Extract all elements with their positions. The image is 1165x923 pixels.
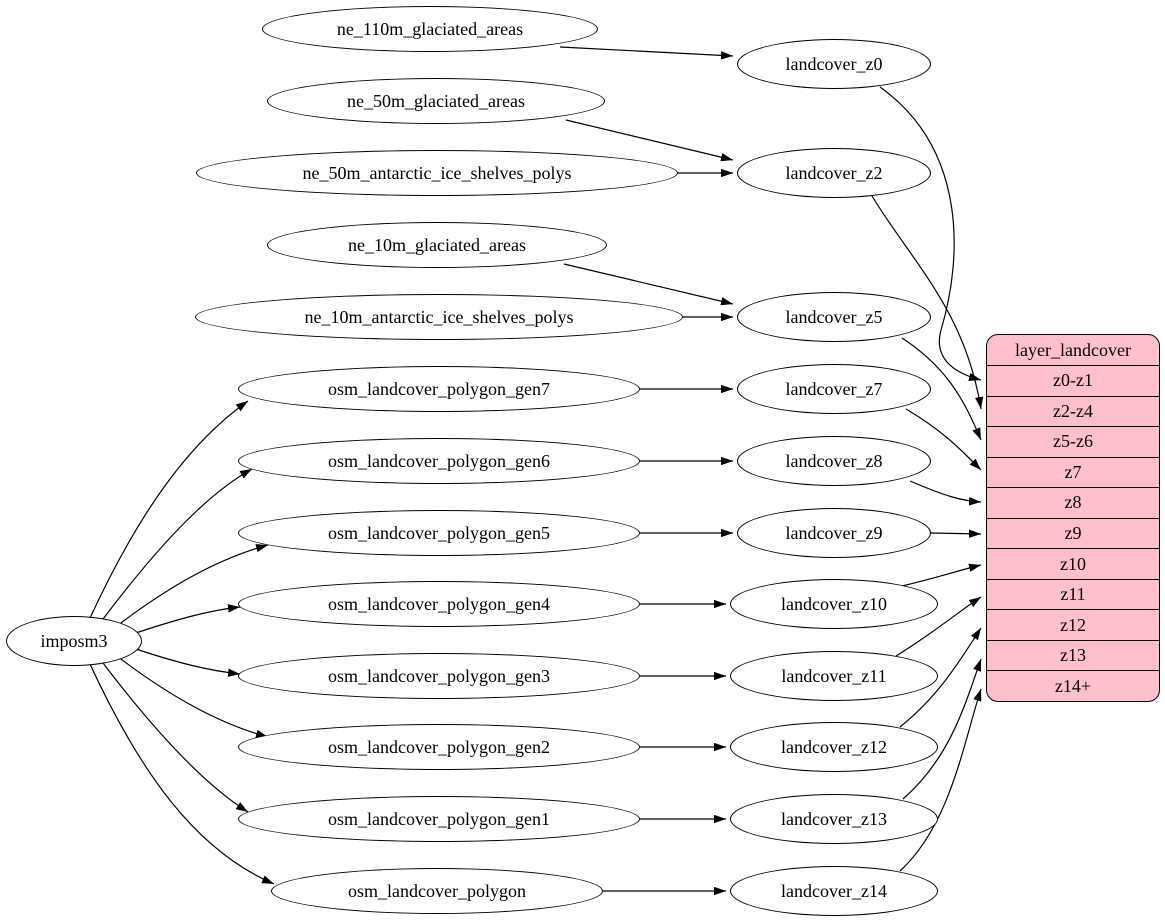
edge-ne50m-glac-z2 [565, 119, 734, 162]
node-landcover-z11: landcover_z11 [730, 651, 938, 701]
edge-z2-row [871, 195, 984, 410]
node-label: osm_landcover_polygon_gen4 [328, 594, 550, 614]
node-label: landcover_z9 [785, 523, 883, 543]
edge-imposm3-gen1 [99, 658, 249, 813]
node-label: imposm3 [40, 631, 108, 651]
node-osm-landcover-polygon-gen1: osm_landcover_polygon_gen1 [238, 796, 640, 842]
edge-imposm3-gen4 [129, 604, 241, 636]
edge-imposm3-gen2 [112, 652, 269, 738]
node-label: landcover_z0 [785, 54, 883, 74]
node-ne-10m-glaciated-areas: ne_10m_glaciated_areas [267, 222, 607, 268]
edge-ne10m-glac-z5 [563, 263, 734, 306]
table-row: z8 [987, 488, 1159, 519]
node-landcover-z14: landcover_z14 [730, 866, 938, 916]
node-label: landcover_z11 [781, 666, 887, 686]
node-landcover-z7: landcover_z7 [737, 364, 931, 414]
edge-z0-row [879, 86, 982, 382]
node-osm-landcover-polygon-gen3: osm_landcover_polygon_gen3 [238, 653, 640, 699]
edge-z9-row [930, 529, 982, 538]
node-label: osm_landcover_polygon_gen5 [328, 523, 550, 543]
edge-z10-row [901, 563, 982, 587]
node-landcover-z13: landcover_z13 [730, 794, 938, 844]
table-row: z13 [987, 641, 1159, 672]
table-layer-landcover: layer_landcover z0-z1 z2-z4 z5-z6 z7 z8 … [986, 334, 1160, 702]
node-osm-landcover-polygon-gen7: osm_landcover_polygon_gen7 [238, 366, 640, 412]
node-label: landcover_z5 [785, 307, 883, 327]
node-ne-50m-antarctic-ice-shelves-polys: ne_50m_antarctic_ice_shelves_polys [196, 150, 678, 196]
node-label: osm_landcover_polygon_gen7 [328, 379, 550, 399]
node-label: landcover_z12 [781, 737, 887, 757]
node-label: landcover_z8 [785, 451, 883, 471]
node-landcover-z0: landcover_z0 [737, 39, 931, 89]
node-label: ne_110m_glaciated_areas [336, 19, 524, 39]
node-label: landcover_z10 [781, 594, 887, 614]
edge-z8-row [909, 480, 982, 506]
edge-z14-row [899, 688, 982, 872]
node-ne-110m-glaciated-areas: ne_110m_glaciated_areas [262, 6, 598, 52]
node-label: ne_10m_antarctic_ice_shelves_polys [304, 307, 574, 327]
node-landcover-z2: landcover_z2 [737, 148, 931, 198]
node-label: ne_50m_glaciated_areas [347, 91, 525, 111]
table-row: z5-z6 [987, 427, 1159, 458]
node-label: ne_50m_antarctic_ice_shelves_polys [302, 163, 572, 183]
edge-z7-row [905, 408, 982, 471]
node-label: osm_landcover_polygon_gen1 [328, 809, 550, 829]
edge-imposm3-gen6 [99, 468, 253, 624]
node-label: landcover_z13 [781, 809, 887, 829]
node-label: landcover_z7 [785, 379, 883, 399]
edge-z5-row [901, 337, 982, 441]
node-osm-landcover-polygon-gen5: osm_landcover_polygon_gen5 [238, 510, 640, 556]
table-title: layer_landcover [987, 335, 1159, 366]
node-label: osm_landcover_polygon_gen2 [328, 737, 550, 757]
node-imposm3: imposm3 [6, 616, 142, 666]
table-row: z11 [987, 580, 1159, 611]
table-row: z7 [987, 458, 1159, 489]
node-landcover-z10: landcover_z10 [730, 579, 938, 629]
table-row: z14+ [1054, 675, 1092, 696]
node-ne-10m-antarctic-ice-shelves-polys: ne_10m_antarctic_ice_shelves_polys [195, 294, 683, 340]
edge-ne110m-z0 [559, 46, 734, 60]
table-row: z0-z1 [987, 366, 1159, 397]
node-landcover-z12: landcover_z12 [730, 722, 938, 772]
node-label: osm_landcover_polygon_gen6 [328, 451, 550, 471]
node-label: osm_landcover_polygon_gen3 [328, 666, 550, 686]
edge-imposm3-gen7 [89, 400, 249, 619]
table-row: z9 [987, 519, 1159, 550]
node-landcover-z9: landcover_z9 [737, 508, 931, 558]
node-label: ne_10m_glaciated_areas [348, 235, 526, 255]
node-label: landcover_z14 [781, 881, 887, 901]
table-row: z10 [987, 549, 1159, 580]
edge-z12-row [899, 627, 982, 728]
table-row: z2-z4 [987, 397, 1159, 428]
edge-z11-row [895, 596, 982, 657]
node-osm-landcover-polygon-gen2: osm_landcover_polygon_gen2 [238, 724, 640, 770]
edge-z13-row [902, 658, 982, 800]
table-row: z12 [987, 610, 1159, 641]
node-landcover-z8: landcover_z8 [737, 436, 931, 486]
node-ne-50m-glaciated-areas: ne_50m_glaciated_areas [267, 78, 605, 124]
edge-imposm3-gen3 [129, 646, 241, 677]
node-label: landcover_z2 [785, 163, 883, 183]
node-osm-landcover-polygon-gen6: osm_landcover_polygon_gen6 [238, 438, 640, 484]
node-landcover-z5: landcover_z5 [737, 292, 931, 342]
node-osm-landcover-polygon: osm_landcover_polygon [271, 868, 603, 914]
edge-imposm3-gen5 [112, 544, 269, 630]
node-label: osm_landcover_polygon [348, 881, 526, 901]
edge-imposm3-polygon [89, 663, 275, 885]
node-osm-landcover-polygon-gen4: osm_landcover_polygon_gen4 [238, 581, 640, 627]
